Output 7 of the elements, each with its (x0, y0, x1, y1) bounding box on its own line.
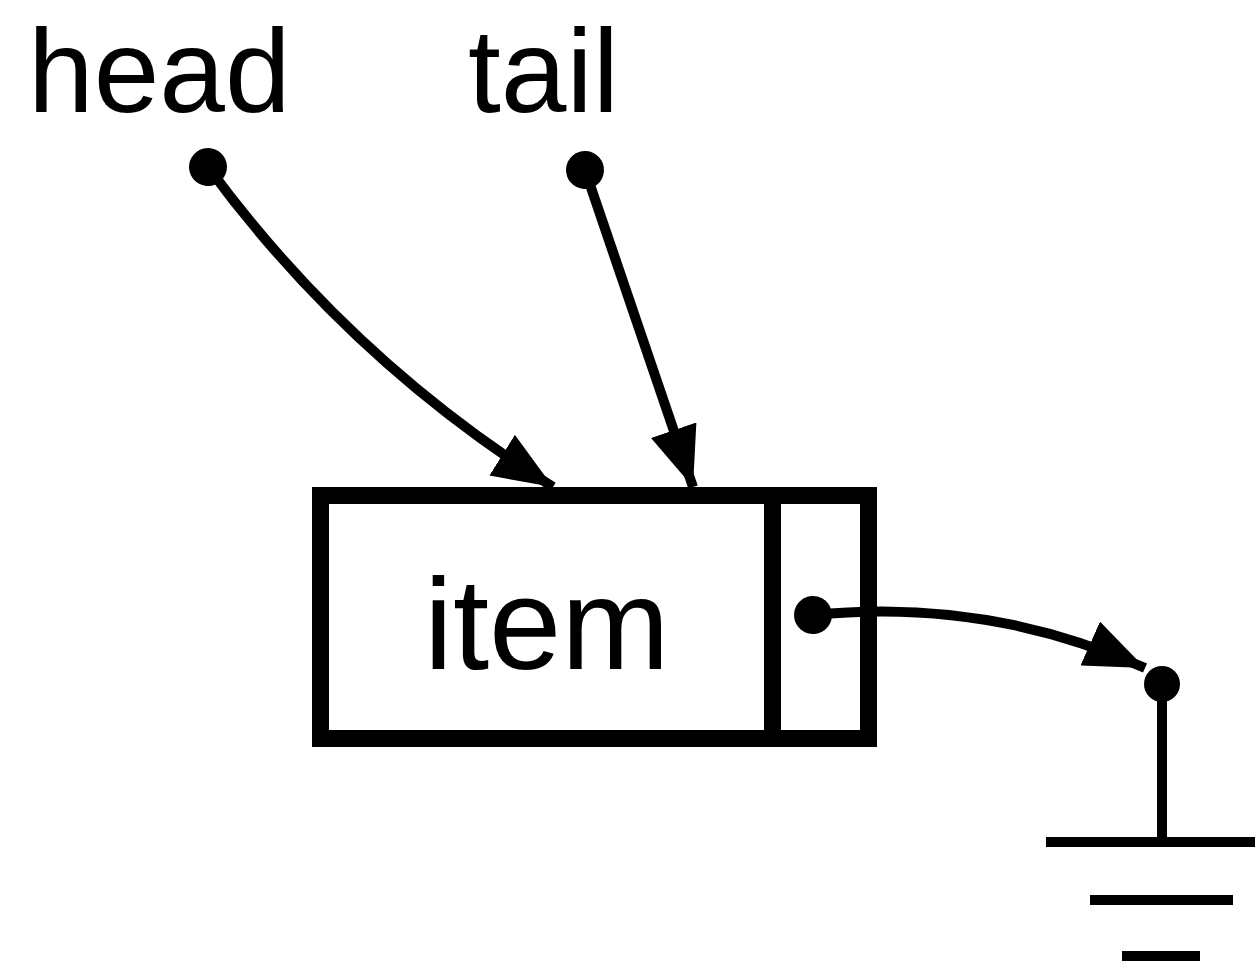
list-node-box (312, 487, 877, 747)
variable-label: tail (468, 12, 628, 117)
arrow (566, 151, 698, 489)
node-value-text: item (424, 559, 670, 689)
variable-label: head (28, 12, 298, 117)
arrow (794, 596, 1147, 673)
ground-symbol (1046, 666, 1255, 962)
